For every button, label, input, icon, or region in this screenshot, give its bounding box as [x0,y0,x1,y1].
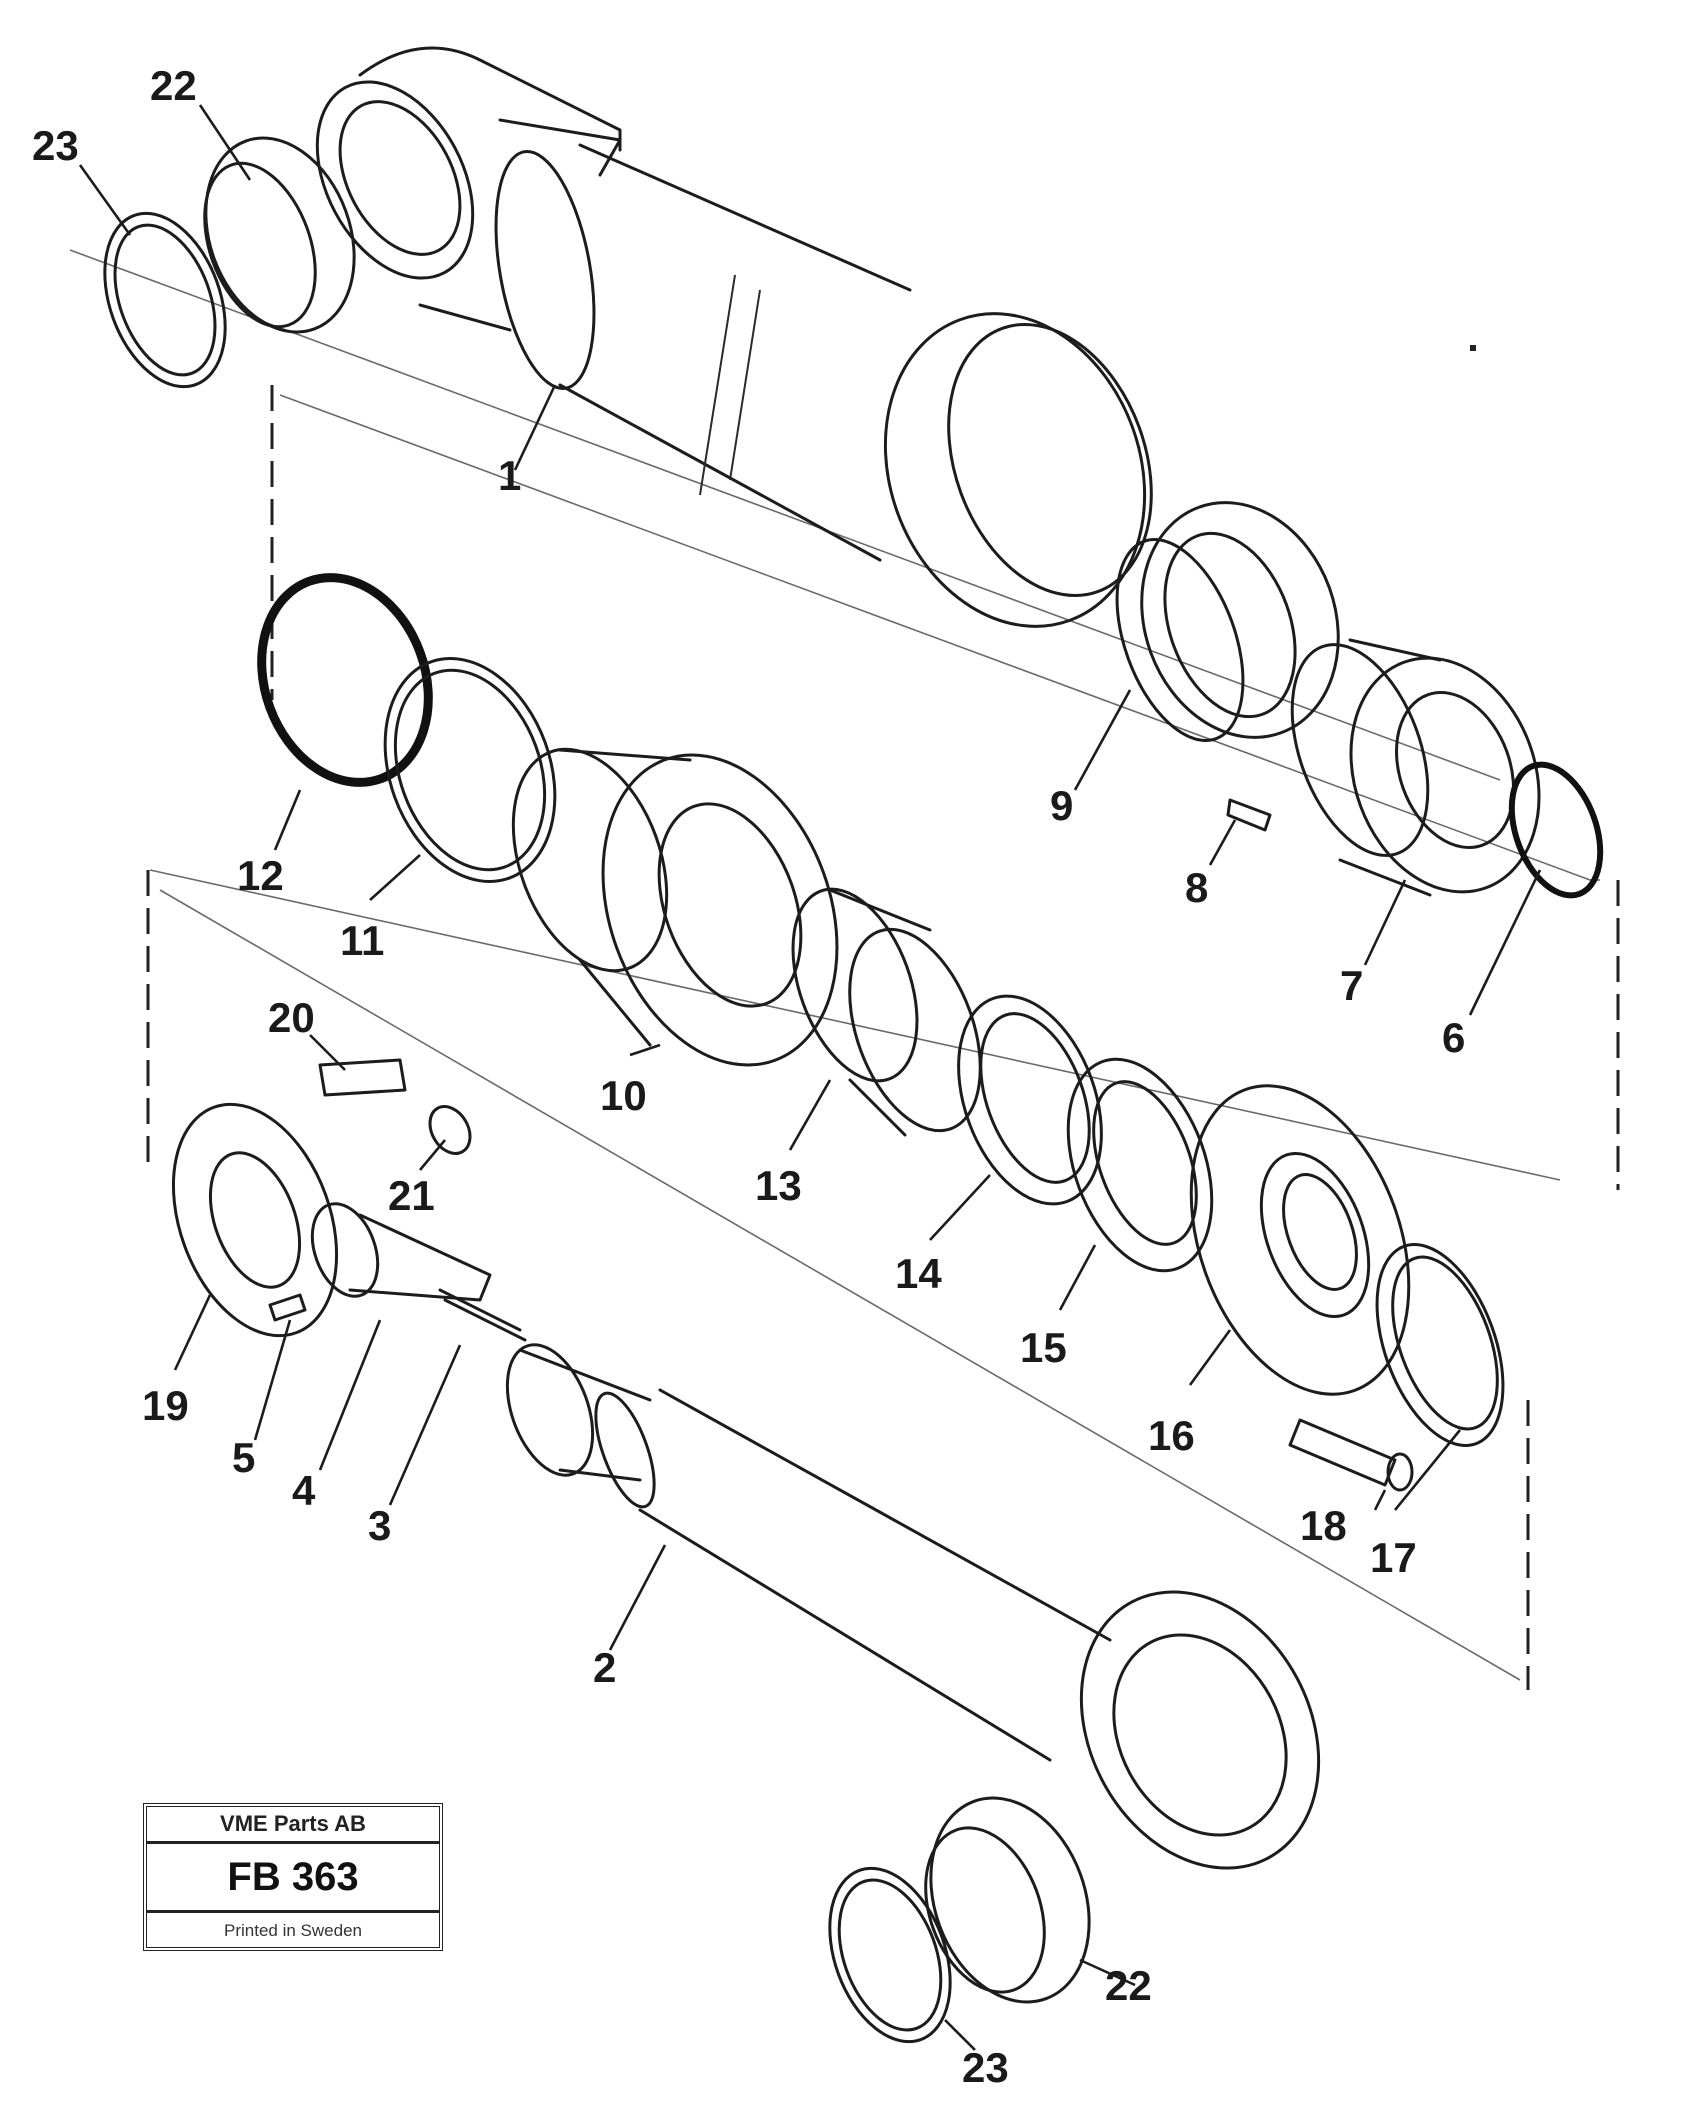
callout-labels: 1 2 3 4 5 6 7 8 9 10 11 12 13 14 15 16 1… [32,62,1465,2091]
part-6-o-ring [1508,761,1604,899]
callout-3: 3 [368,1502,391,1549]
parts-stamp-box: VME Parts AB FB 363 Printed in Sweden [143,1803,443,1951]
callout-2: 2 [593,1644,616,1691]
part-23-top-snap-ring [103,211,227,389]
callout-13: 13 [755,1162,802,1209]
leader-lines [78,104,1542,2051]
callout-11: 11 [340,917,384,964]
part-9-ring [1115,501,1340,742]
part-20-bracket [318,1058,407,1097]
part-17-ring [1375,1243,1505,1447]
part-1-cylinder-tube [315,46,1153,628]
callout-12: 12 [237,852,284,899]
part-13-bushing [791,887,982,1137]
part-8-screw [1226,798,1272,832]
part-12-o-ring [257,573,433,787]
part-19-washer-plate [171,1102,339,1338]
stray-mark [1470,345,1476,351]
callout-17: 17 [1370,1534,1417,1581]
part-16-flange [1189,1084,1411,1396]
callout-15: 15 [1020,1324,1067,1371]
guide-lines [69,249,1600,1681]
callout-14: 14 [895,1250,942,1297]
callout-20: 20 [268,994,315,1041]
callout-18: 18 [1300,1502,1347,1549]
part-22-top-bushing [203,136,356,334]
callout-9: 9 [1050,782,1073,829]
part-23-bottom-snap-ring [828,1866,952,2044]
callout-6: 6 [1442,1014,1465,1061]
part-2-piston-rod [505,1343,1321,1870]
stamp-printed: Printed in Sweden [224,1921,362,1940]
part-5-screw [268,1293,307,1322]
part-10-cylinder-head [511,747,839,1067]
callout-10: 10 [600,1072,647,1119]
part-3-spring [438,1288,527,1342]
callout-7: 7 [1340,962,1363,1009]
dashed-boundaries [146,385,1620,1690]
part-7-piston [1290,638,1541,897]
callout-22-top: 22 [150,62,197,109]
callout-23-bottom: 23 [962,2044,1009,2091]
part-4-lubricating-pin [310,1202,492,1302]
part-22-bottom-bushing [924,1796,1091,2004]
callout-19: 19 [142,1382,189,1429]
part-21-fitting [428,1105,472,1155]
callout-22-bottom: 22 [1105,1962,1152,2009]
stamp-company: VME Parts AB [147,1807,439,1844]
callout-4: 4 [292,1467,316,1514]
part-15-wiper [1066,1057,1214,1273]
callout-8: 8 [1185,864,1208,911]
part-18-bolt [1288,1418,1414,1492]
callout-16: 16 [1148,1412,1195,1459]
callout-21: 21 [388,1172,435,1219]
callout-23-top: 23 [32,122,79,169]
callout-5: 5 [232,1434,255,1481]
callout-1: 1 [498,452,521,499]
stamp-code: FB 363 [147,1844,439,1913]
part-11-backup-ring [383,657,557,883]
